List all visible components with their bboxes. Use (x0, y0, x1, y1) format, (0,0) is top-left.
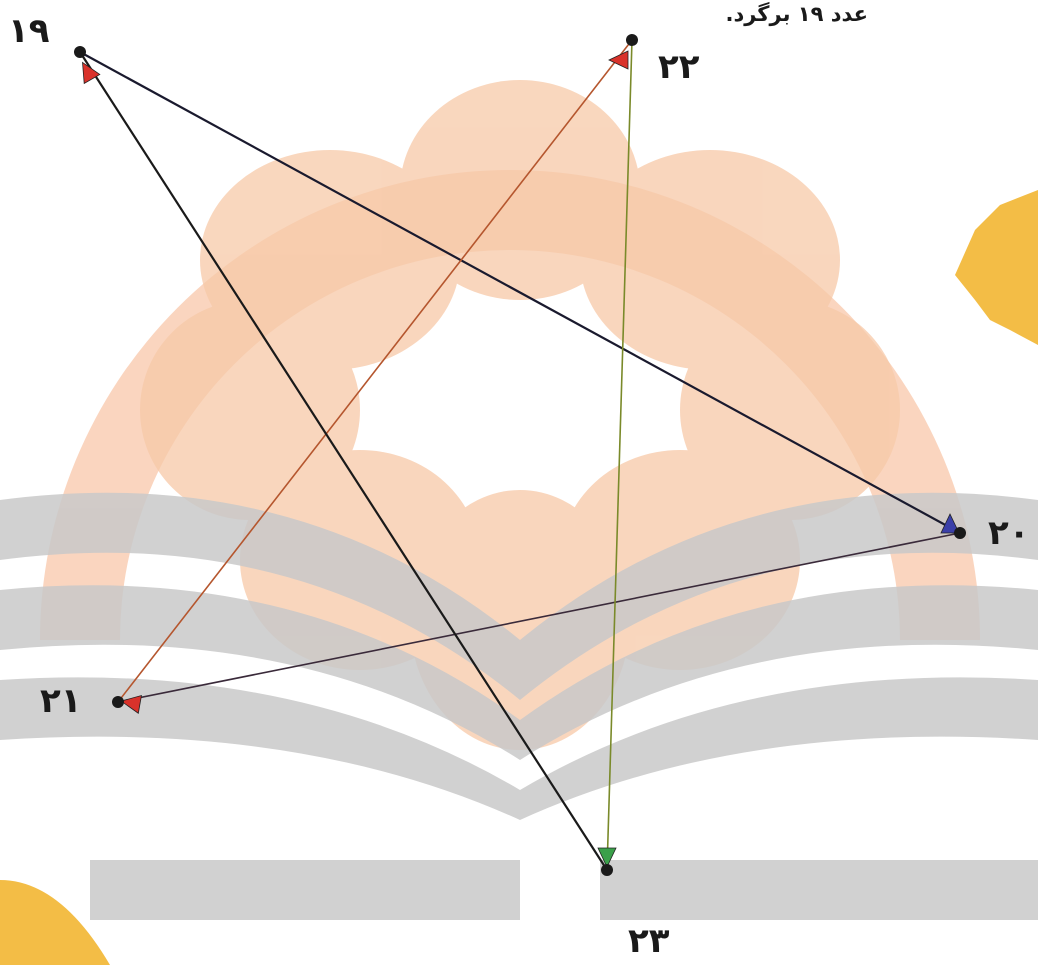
dot-20 (954, 527, 966, 539)
leaf-right-decoration (955, 190, 1038, 345)
segment-20-21 (117, 532, 961, 703)
number-label-22: ۲۲ (658, 47, 700, 87)
instruction-text: عدد ۱۹ برگرد. (725, 2, 868, 26)
watermark-center (455, 360, 585, 490)
arrow-marker-21 (120, 694, 142, 714)
dot-23 (601, 864, 613, 876)
arrow-marker-20 (940, 513, 960, 534)
segment-19-20 (79, 51, 961, 534)
arrow-marker-22 (608, 50, 629, 70)
segment-21-22 (117, 39, 633, 703)
segment-23-19 (79, 51, 608, 871)
segment-22-23 (606, 39, 633, 871)
number-label-23: ۲۳ (628, 921, 670, 961)
watermark-book (0, 492, 1038, 920)
dot-21 (112, 696, 124, 708)
number-label-19: ۱۹ (8, 11, 50, 51)
leaf-bottom-left-decoration (0, 880, 110, 965)
dot-22 (626, 34, 638, 46)
number-label-21: ۲۱ (40, 681, 82, 721)
arrow-marker-19 (82, 61, 101, 85)
dot-19 (74, 46, 86, 58)
arrow-marker-23 (597, 847, 617, 868)
number-label-20: ۲۰ (988, 513, 1030, 553)
